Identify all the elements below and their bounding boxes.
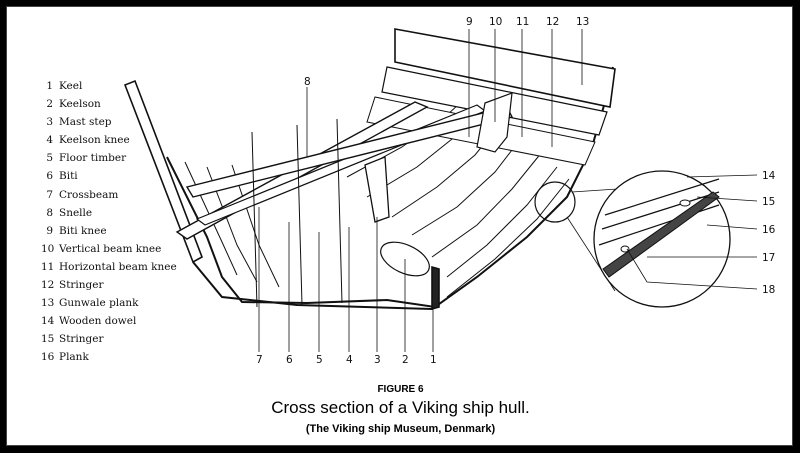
callout-8: 8 bbox=[304, 76, 311, 88]
callout-4: 4 bbox=[346, 354, 353, 366]
leader-lines bbox=[258, 29, 758, 352]
callout-17: 17 bbox=[762, 252, 775, 264]
mast-step bbox=[364, 156, 390, 223]
callout-2: 2 bbox=[402, 354, 409, 366]
callout-numbers: 1 2 3 4 5 6 7 8 9 10 11 12 13 14 15 16 1… bbox=[256, 16, 776, 366]
hull-drawing: 1 2 3 4 5 6 7 8 9 10 11 12 13 14 15 16 1… bbox=[123, 16, 776, 366]
callout-6: 6 bbox=[286, 354, 293, 366]
callout-1: 1 bbox=[430, 354, 437, 366]
callout-14: 14 bbox=[762, 170, 776, 182]
figure-title: Cross section of a Viking ship hull. bbox=[271, 398, 530, 417]
crossbeam bbox=[185, 106, 514, 198]
figure-label: FIGURE 6 bbox=[377, 384, 424, 395]
left-side-plank bbox=[123, 79, 203, 264]
callout-12: 12 bbox=[546, 16, 559, 28]
keel bbox=[431, 265, 440, 311]
callout-9: 9 bbox=[466, 16, 473, 28]
callout-18: 18 bbox=[762, 284, 775, 296]
gunwale-plank bbox=[394, 28, 616, 108]
callout-10: 10 bbox=[489, 16, 502, 28]
detail-inset bbox=[593, 170, 731, 308]
beam-knee bbox=[476, 92, 513, 153]
figure-source: (The Viking ship Museum, Denmark) bbox=[305, 423, 496, 435]
callout-7: 7 bbox=[256, 354, 263, 366]
hull-illustration bbox=[123, 28, 648, 311]
detail-plank bbox=[602, 191, 720, 278]
callout-5: 5 bbox=[316, 354, 323, 366]
callout-13: 13 bbox=[576, 16, 589, 28]
callout-15: 15 bbox=[762, 196, 775, 208]
wooden-dowel-detail bbox=[679, 199, 691, 207]
detail-ring-small bbox=[534, 181, 576, 223]
callout-3: 3 bbox=[374, 354, 381, 366]
callout-11: 11 bbox=[516, 16, 529, 28]
callout-16: 16 bbox=[762, 224, 776, 236]
